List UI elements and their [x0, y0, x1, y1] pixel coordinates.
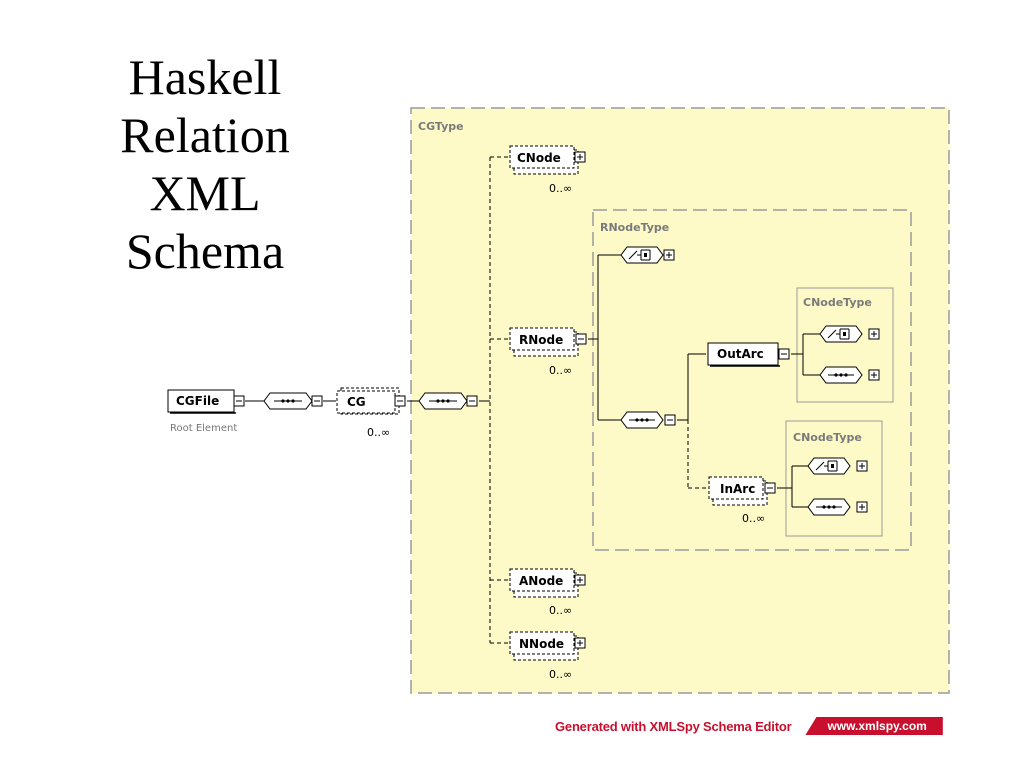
title-line-4: Schema: [125, 223, 285, 279]
sequence-compositor-rnode[interactable]: [620, 411, 664, 429]
cnodetype-label-inarc: CNodeType: [793, 431, 862, 444]
generated-with-text: Generated with XMLSpy Schema Editor: [555, 718, 792, 734]
outarc-name: OutArc: [717, 347, 764, 361]
sequence-compositor-1[interactable]: [263, 392, 313, 410]
expand-icon[interactable]: [856, 501, 868, 513]
choice-compositor-inarc[interactable]: [807, 457, 851, 475]
rnode-name: RNode: [519, 333, 563, 347]
expand-icon[interactable]: [868, 328, 880, 340]
slide-title: Haskell Relation XML Schema: [60, 48, 350, 280]
nnode-cardinality: 0..∞: [549, 668, 572, 681]
collapse-icon[interactable]: [233, 395, 245, 407]
collapse-icon[interactable]: [764, 482, 776, 494]
rnodetype-label: RNodeType: [600, 221, 669, 234]
nnode-name: NNode: [519, 637, 564, 651]
expand-icon[interactable]: [574, 637, 586, 649]
cg-cardinality: 0..∞: [367, 426, 390, 439]
title-line-2: Relation: [120, 107, 290, 163]
sequence-compositor-inarc[interactable]: [807, 498, 851, 516]
cgtype-label: CGType: [418, 120, 464, 133]
expand-icon[interactable]: [574, 151, 586, 163]
collapse-icon[interactable]: [466, 395, 478, 407]
inarc-element[interactable]: InArc 0..∞: [708, 476, 768, 525]
expand-icon[interactable]: [663, 249, 675, 261]
title-line-3: XML: [149, 165, 261, 221]
connector-lines: [245, 156, 820, 644]
cg-name: CG: [347, 395, 366, 409]
collapse-icon[interactable]: [664, 414, 676, 426]
rnode-element[interactable]: RNode 0..∞: [509, 327, 579, 377]
cnode-element[interactable]: CNode 0..∞: [509, 145, 579, 195]
expand-icon[interactable]: [574, 574, 586, 586]
choice-compositor-outarc[interactable]: [819, 325, 863, 343]
cgfile-caption: Root Element: [170, 423, 237, 434]
collapse-icon[interactable]: [394, 395, 406, 407]
cgfile-element[interactable]: CGFile Root Element: [167, 389, 237, 434]
nnode-element[interactable]: NNode 0..∞: [509, 631, 579, 681]
anode-cardinality: 0..∞: [549, 604, 572, 617]
title-line-1: Haskell: [128, 49, 282, 105]
rnode-cardinality: 0..∞: [549, 364, 572, 377]
collapse-icon[interactable]: [311, 395, 323, 407]
anode-element[interactable]: ANode 0..∞: [509, 568, 579, 617]
choice-compositor-rnode[interactable]: [620, 246, 664, 264]
cgfile-name: CGFile: [176, 394, 219, 408]
cnode-cardinality: 0..∞: [549, 182, 572, 195]
collapse-icon[interactable]: [575, 333, 587, 345]
expand-icon[interactable]: [856, 460, 868, 472]
inarc-name: InArc: [720, 482, 755, 496]
cnodetype-container-outarc: CNodeType: [796, 287, 894, 403]
cnodetype-container-inarc: CNodeType: [785, 420, 883, 537]
outarc-element[interactable]: OutArc: [707, 342, 780, 367]
anode-name: ANode: [519, 574, 563, 588]
cnode-name: CNode: [517, 151, 561, 165]
xmlspy-link[interactable]: www.xmlspy.com: [805, 717, 943, 735]
collapse-icon[interactable]: [778, 348, 790, 360]
sequence-compositor-2[interactable]: [418, 392, 468, 410]
expand-icon[interactable]: [868, 369, 880, 381]
cg-element[interactable]: CG 0..∞: [336, 387, 400, 439]
footer: Generated with XMLSpy Schema Editor www.…: [555, 715, 943, 737]
inarc-cardinality: 0..∞: [742, 512, 765, 525]
sequence-compositor-outarc[interactable]: [819, 366, 863, 384]
cnodetype-label-outarc: CNodeType: [803, 296, 872, 309]
